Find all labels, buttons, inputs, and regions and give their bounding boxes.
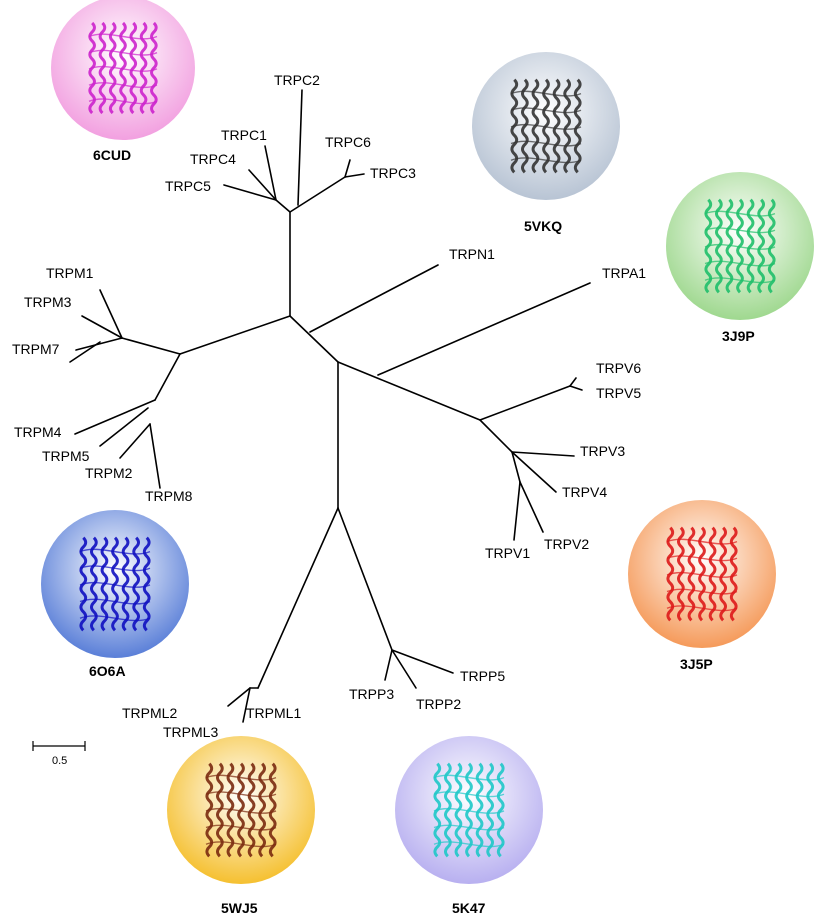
label-trpc6: TRPC6 <box>325 134 371 150</box>
label-trpv6: TRPV6 <box>596 360 641 376</box>
label-trpv5: TRPV5 <box>596 385 641 401</box>
branch-trpp3 <box>384 649 393 681</box>
structure-label: 3J9P <box>722 328 755 344</box>
leaf-labels: TRPC2 TRPC1 TRPC4 TRPC5 TRPC6 TRPC3 TRPN… <box>12 72 646 740</box>
protein-structure-icon <box>666 526 738 622</box>
branch-trpm2 <box>119 423 151 459</box>
branch-trpml2 <box>227 687 251 707</box>
protein-structure-icon <box>433 762 505 858</box>
label-trpp5: TRPP5 <box>460 668 505 684</box>
tree-branches <box>69 89 591 723</box>
protein-structure-icon <box>88 21 158 115</box>
branch-root-lower <box>289 315 339 363</box>
scale-bar: 0.5 <box>32 741 86 767</box>
structure-label: 6O6A <box>89 663 126 679</box>
label-trpc5: TRPC5 <box>165 178 211 194</box>
label-trpml2: TRPML2 <box>122 705 177 721</box>
branch-trpc1 <box>264 145 277 201</box>
label-trpv2: TRPV2 <box>544 536 589 552</box>
structure-label: 5VKQ <box>524 218 562 234</box>
branch-trpc-left <box>275 199 291 213</box>
label-trpm2: TRPM2 <box>85 465 133 481</box>
branch-trpm8 <box>149 423 161 489</box>
label-trpc1: TRPC1 <box>221 127 267 143</box>
structure-3j5p: 3J5P <box>628 500 776 672</box>
branch-trpp-stem <box>337 507 393 651</box>
structure-5vkq: 5VKQ <box>472 52 620 234</box>
branch-trpc5 <box>223 184 277 201</box>
branch-trpv56 <box>479 385 571 421</box>
structure-label: 3J5P <box>680 656 713 672</box>
branch-trpc6 <box>344 159 351 178</box>
label-trpp3: TRPP3 <box>349 686 394 702</box>
structure-5wj5: 5WJ5 <box>167 736 315 916</box>
branch-trpm5 <box>99 407 149 447</box>
protein-structure-icon <box>704 198 776 294</box>
branch-trpm1 <box>99 289 123 339</box>
label-trpc3: TRPC3 <box>370 165 416 181</box>
branch-trpml-stem <box>257 507 339 689</box>
branch-trpv12 <box>511 451 521 483</box>
label-trpm8: TRPM8 <box>145 488 193 504</box>
branch-trpm-upper <box>121 337 181 355</box>
label-trpml1: TRPML1 <box>246 705 301 721</box>
branch-trpv2 <box>519 481 544 533</box>
structure-label: 5WJ5 <box>221 900 258 916</box>
branch-trpp2 <box>391 649 417 689</box>
branch-trpa1 <box>377 282 591 376</box>
branch-trpv-lower <box>479 419 513 453</box>
branch-trpc-right <box>289 176 346 213</box>
branch-trpv3 <box>511 451 575 457</box>
branch-trpm-lower <box>154 353 181 401</box>
structure-label: 6CUD <box>93 147 131 163</box>
branch-trpml3 <box>242 687 251 723</box>
structure-5k47: 5K47 <box>395 736 543 916</box>
label-trpv3: TRPV3 <box>580 443 625 459</box>
label-trpc2: TRPC2 <box>274 72 320 88</box>
protein-structure-icon <box>205 762 277 858</box>
label-trpv4: TRPV4 <box>562 484 607 500</box>
label-trpv1: TRPV1 <box>485 545 530 561</box>
structure-images: 6CUD 5VKQ 3J9P 6O6A 3J5P 5WJ5 5K47 <box>41 0 814 916</box>
label-trpm1: TRPM1 <box>46 265 94 281</box>
label-trpm3: TRPM3 <box>24 294 72 310</box>
branch-trpm3 <box>81 315 123 339</box>
branch-trpv-stem <box>337 361 481 421</box>
branch-trpm7a <box>75 337 123 351</box>
label-trpn1: TRPN1 <box>449 246 495 262</box>
label-trpp2: TRPP2 <box>416 696 461 712</box>
branch-trpm7b <box>69 341 101 363</box>
structure-6cud: 6CUD <box>51 0 195 163</box>
branch-trpv4 <box>511 451 557 493</box>
protein-structure-icon <box>79 536 151 632</box>
label-trpml3: TRPML3 <box>163 724 218 740</box>
label-trpm5: TRPM5 <box>42 448 90 464</box>
branch-trpc3 <box>344 173 365 178</box>
branch-trpn1 <box>309 264 439 333</box>
branch-trpc4 <box>248 169 277 201</box>
scale-bar-label: 0.5 <box>52 755 67 767</box>
branch-root-trpm <box>179 315 291 355</box>
structure-3j9p: 3J9P <box>666 172 814 344</box>
label-trpc4: TRPC4 <box>190 151 236 167</box>
branch-trpm4 <box>74 399 156 435</box>
branch-trpv6 <box>569 377 577 387</box>
branch-trpc2 <box>297 89 303 206</box>
structure-6o6a: 6O6A <box>41 510 189 679</box>
branch-trpv1 <box>513 481 521 541</box>
protein-structure-icon <box>510 78 582 174</box>
structure-label: 5K47 <box>452 900 486 916</box>
label-trpa1: TRPA1 <box>602 265 646 281</box>
branch-trpv5 <box>569 385 583 391</box>
branch-trpp5 <box>391 649 454 674</box>
label-trpm7: TRPM7 <box>12 341 60 357</box>
label-trpm4: TRPM4 <box>14 424 62 440</box>
